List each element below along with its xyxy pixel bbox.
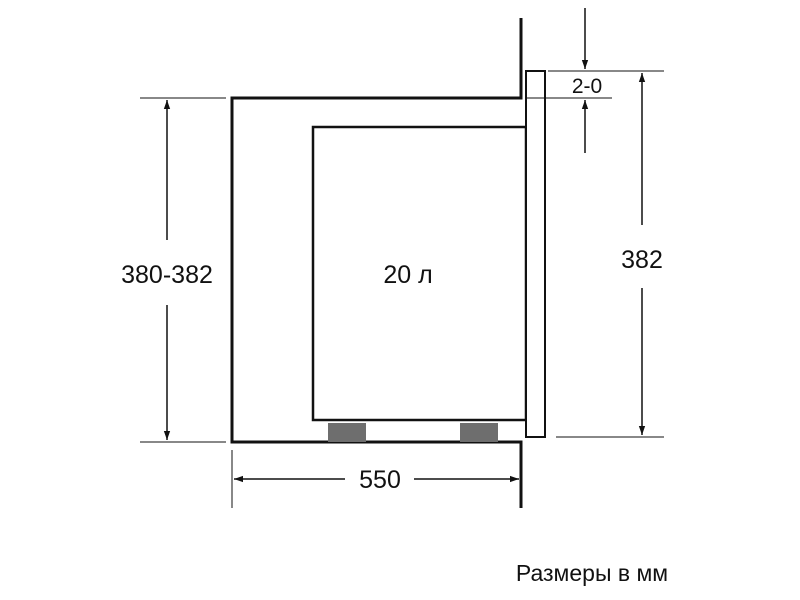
foot-left bbox=[328, 423, 366, 442]
niche-outline bbox=[230, 18, 523, 508]
front-door-panel bbox=[525, 70, 546, 438]
left-height-dimension: 380-382 bbox=[121, 97, 226, 443]
top-gap-dimension: 2-0 bbox=[526, 8, 612, 153]
cavity bbox=[311, 125, 528, 422]
gap-label: 2-0 bbox=[572, 75, 602, 98]
height-label-right: 382 bbox=[621, 246, 663, 274]
cavity-volume-label: 20 л bbox=[383, 261, 432, 289]
units-caption: Размеры в мм bbox=[516, 560, 668, 586]
foot-right bbox=[460, 423, 498, 442]
width-label: 550 bbox=[359, 466, 401, 494]
bottom-width-dimension: 550 bbox=[231, 450, 519, 508]
right-height-dimension: 382 bbox=[548, 70, 664, 438]
height-label-left: 380-382 bbox=[121, 261, 213, 289]
